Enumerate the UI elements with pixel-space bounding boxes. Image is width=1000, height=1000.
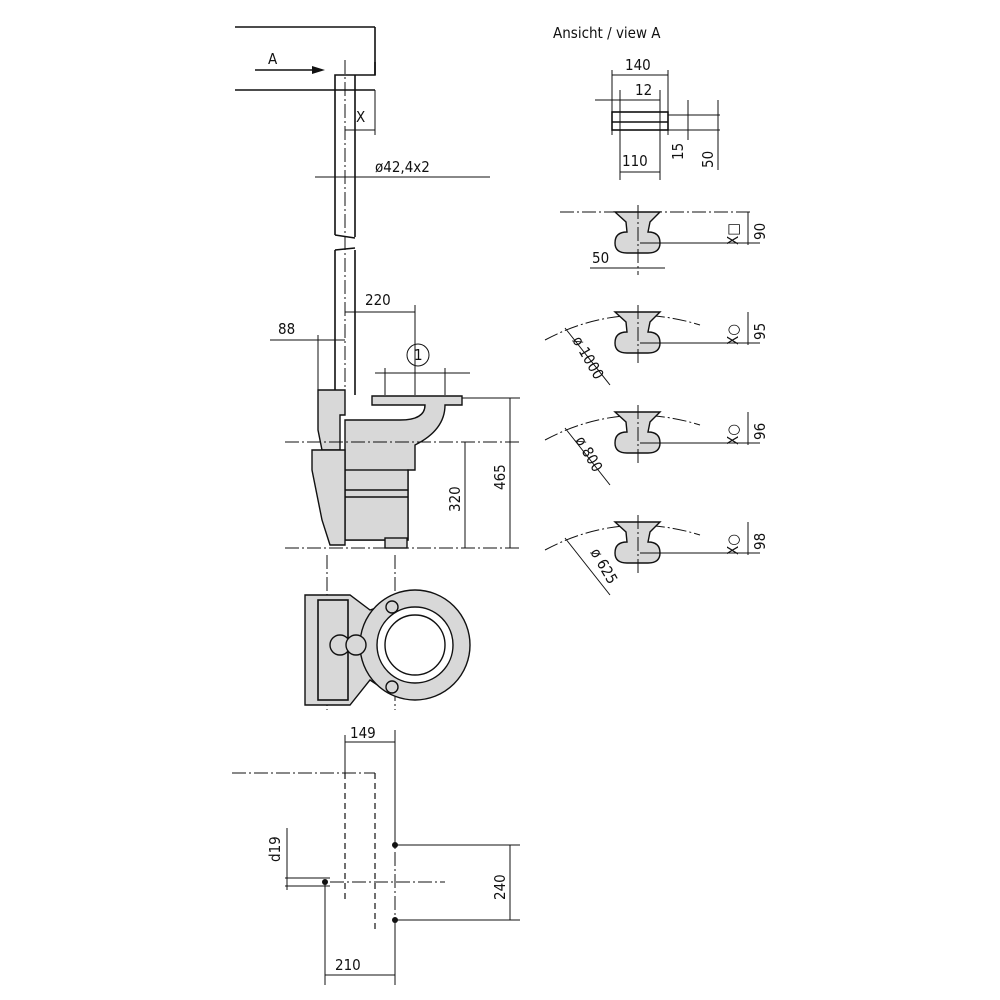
dim-88: 88 xyxy=(278,320,295,338)
variant-d1000: ø 1000 X○ 95 xyxy=(544,305,769,386)
variant-1-symbol: X□ xyxy=(724,223,742,245)
variant-d625: ø 625 X○ 98 xyxy=(544,515,769,596)
variant-1-height: 90 xyxy=(751,223,769,240)
variant-4-symbol: X○ xyxy=(724,534,742,555)
main-side-view: A X ø42,4x2 220 88 1 xyxy=(235,26,520,549)
variant-3-height: 96 xyxy=(751,423,769,440)
position-balloon xyxy=(406,343,430,367)
dim-110: 110 xyxy=(622,152,648,170)
dim-12: 12 xyxy=(635,81,652,99)
variant-1-width: 50 xyxy=(592,249,609,267)
variant-2-diameter: ø 1000 xyxy=(569,333,608,383)
variant-3-symbol: X○ xyxy=(724,424,742,445)
variant-4-height: 98 xyxy=(751,533,769,550)
variant-2-height: 95 xyxy=(751,323,769,340)
variant-square: 50 X□ 90 xyxy=(560,205,769,275)
dim-240: 240 xyxy=(491,874,509,900)
dim-15: 15 xyxy=(669,143,687,160)
plan-view xyxy=(304,555,471,710)
dim-320: 320 xyxy=(446,486,464,512)
variant-3-diameter: ø 800 xyxy=(572,433,607,475)
dim-465: 465 xyxy=(491,464,509,490)
bolt-diameter: d19 xyxy=(266,836,284,862)
dim-50: 50 xyxy=(699,151,717,168)
dim-210: 210 xyxy=(335,956,361,974)
detail-x-label: X xyxy=(356,108,365,126)
variant-d800: ø 800 X○ 96 xyxy=(544,405,769,486)
dim-140: 140 xyxy=(625,56,651,74)
dim-149: 149 xyxy=(350,724,376,742)
foundation-view: 149 240 d19 210 xyxy=(232,724,520,985)
view-a-title: Ansicht / view A xyxy=(553,24,661,42)
position-1: 1 xyxy=(414,346,423,364)
variant-2-symbol: X○ xyxy=(724,324,742,345)
dim-220: 220 xyxy=(365,291,391,309)
view-marker-a: A xyxy=(268,50,278,68)
arrow-icon xyxy=(312,66,325,74)
pipe-spec-label: ø42,4x2 xyxy=(375,158,430,176)
view-a: Ansicht / view A 140 12 110 15 50 50 X□ … xyxy=(544,24,769,596)
